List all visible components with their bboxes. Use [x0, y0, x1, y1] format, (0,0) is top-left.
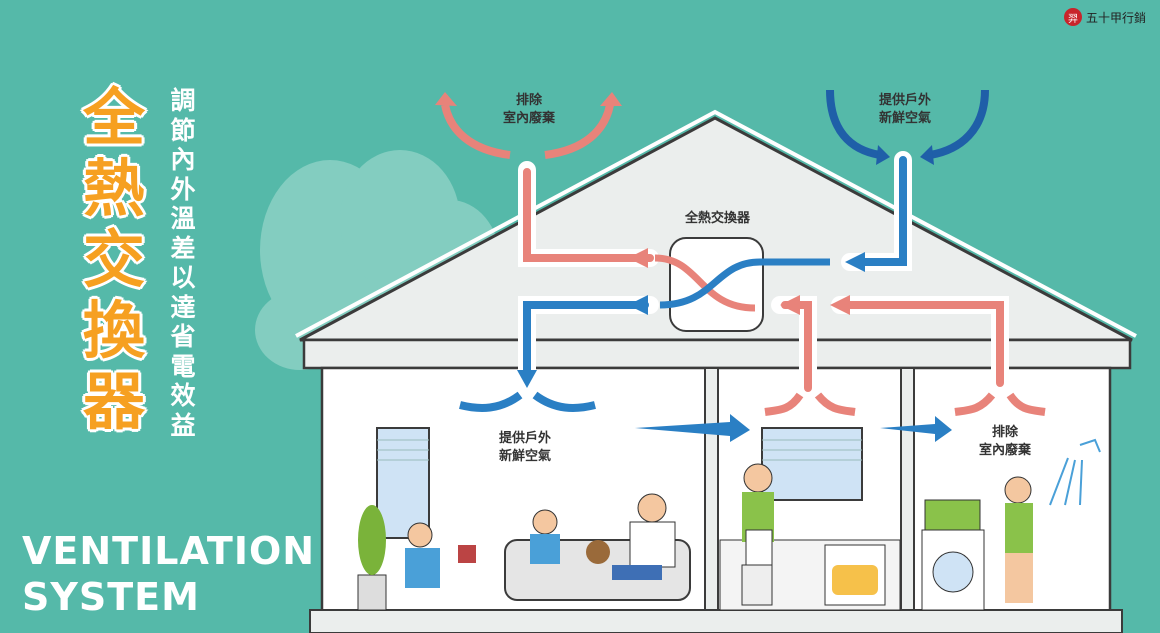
label-exhaust-top: 排除 室內廢棄	[484, 92, 574, 128]
label-line: 提供戶外	[878, 93, 931, 108]
window	[376, 427, 430, 539]
label-line: 提供戶外	[498, 431, 551, 446]
arrow-heads	[517, 248, 865, 388]
label-fresh-room: 提供戶外 新鮮空氣	[480, 430, 570, 466]
brand-logo: 羿 五十甲行銷	[1063, 8, 1146, 26]
english-title: VENTILATION SYSTEM	[22, 528, 315, 620]
label-line: 新鮮空氣	[498, 449, 551, 464]
subtitle: 調節內外溫差以達省電效益	[170, 86, 196, 440]
laundry-scene	[921, 438, 1101, 611]
english-title-line: VENTILATION	[22, 529, 316, 573]
airflow-arrow	[635, 414, 750, 442]
label-line: 排除	[991, 425, 1018, 440]
living-room-scene	[357, 493, 691, 611]
room-divider	[704, 367, 719, 613]
label-exhaust-room: 排除 室內廢棄	[960, 424, 1050, 460]
room-divider	[900, 367, 915, 613]
label-line: 室內廢棄	[978, 443, 1031, 458]
logo-seal: 羿	[1063, 8, 1082, 26]
label-fresh-top: 提供戶外 新鮮空氣	[860, 92, 950, 128]
logo-text: 五十甲行銷	[1085, 10, 1146, 25]
airflow-arrow	[880, 416, 952, 442]
floor	[309, 609, 1123, 633]
label-exchanger: 全熱交換器	[684, 211, 750, 226]
fresh-air-ducts	[518, 151, 912, 384]
english-title-line: SYSTEM	[22, 575, 200, 619]
label-line: 新鮮空氣	[878, 111, 931, 126]
kitchen-scene	[719, 463, 901, 611]
window	[761, 427, 863, 501]
curved-arrows	[435, 89, 1046, 416]
main-title: 全熱交換器	[82, 81, 145, 438]
label-line: 室內廢棄	[502, 111, 555, 126]
label-line: 排除	[515, 93, 542, 108]
